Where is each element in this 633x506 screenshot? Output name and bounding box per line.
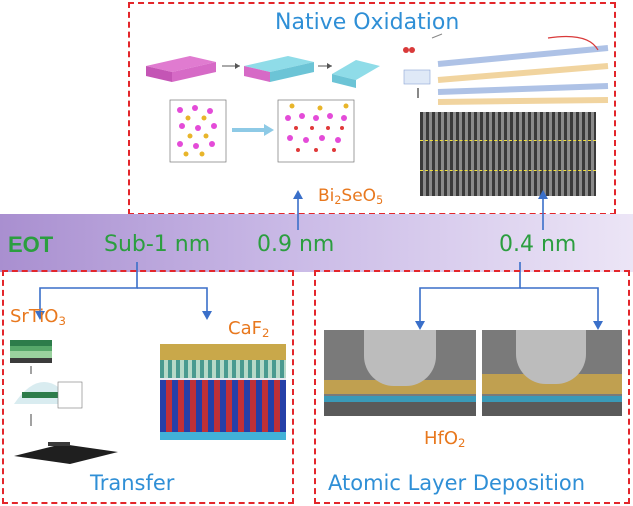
- bi2seo5-label: Bi2SeO5: [318, 186, 384, 207]
- eot-label: EOT: [8, 232, 54, 257]
- eot-value-0-9nm: 0.9 nm: [257, 232, 335, 257]
- eot-value-sub1nm: Sub-1 nm: [104, 232, 211, 257]
- bi2o2se-oxidation-schematic: [146, 56, 380, 163]
- transfer-process-schematic: [10, 340, 118, 464]
- srtio3-label: SrTiO3: [10, 306, 66, 328]
- unzipping-schematic: [403, 33, 609, 105]
- eot-bar: [0, 214, 633, 272]
- caf2-label: CaF2: [228, 318, 270, 340]
- transfer-box: [2, 270, 294, 504]
- ald-title: Atomic Layer Deposition: [328, 471, 586, 495]
- eot-value-0-4nm: 0.4 nm: [499, 232, 577, 257]
- native-oxidation-title: Native Oxidation: [275, 10, 460, 35]
- hfo2-label: HfO2: [424, 428, 466, 450]
- insse-tem-image: [324, 330, 476, 416]
- mos2-tem-image: [482, 330, 622, 416]
- tem-lattice-image: [420, 112, 596, 196]
- caf2-stack-image: [160, 344, 286, 440]
- ald-box: [314, 270, 630, 504]
- transfer-title: Transfer: [90, 471, 175, 495]
